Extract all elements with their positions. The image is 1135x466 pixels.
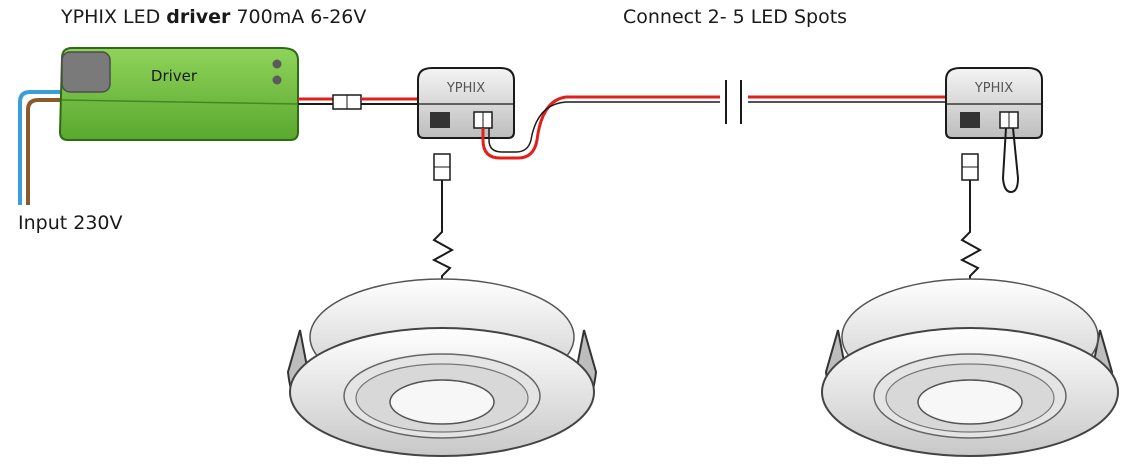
input-voltage-label: Input 230V [18, 212, 123, 234]
led-spot-1 [286, 153, 598, 457]
driver-label: Driver [151, 67, 198, 85]
connector-brand: YPHIX [974, 81, 1013, 96]
spot-lens [389, 379, 495, 425]
driver-output-wire [298, 94, 420, 110]
connector-brand: YPHIX [446, 81, 485, 96]
led-spot-2 [821, 153, 1119, 457]
spot-lens [917, 379, 1023, 425]
daisy-chain-wire [481, 95, 720, 160]
spot-cable [959, 180, 983, 282]
driver-title: YPHIX LED driver 700mA 6-26V [61, 6, 366, 28]
driver-led-dot [272, 75, 282, 85]
end-loop-plug [1001, 127, 1020, 194]
spot-cable [431, 180, 455, 282]
title-bold: driver [166, 6, 231, 28]
driver-cap [61, 51, 111, 93]
connect-spots-label: Connect 2- 5 LED Spots [623, 6, 848, 28]
wire-break [725, 80, 742, 124]
connector-port [960, 112, 980, 128]
title-suffix: 700mA 6-26V [236, 6, 367, 28]
mains-input-wires [18, 90, 62, 205]
yphix-connector-1: YPHIX [417, 67, 515, 139]
yphix-connector-2: YPHIX [945, 67, 1043, 194]
driver-led-dot [272, 59, 282, 69]
connector-port [430, 112, 450, 128]
led-driver-box: Driver [58, 47, 299, 141]
title-prefix: YPHIX LED [61, 6, 161, 28]
daisy-chain-wire-black [488, 101, 720, 153]
